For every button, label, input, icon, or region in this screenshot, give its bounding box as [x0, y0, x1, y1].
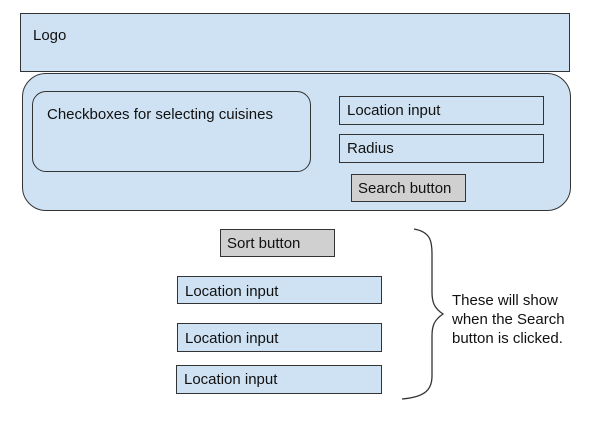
- result-location-input[interactable]: Location input: [176, 365, 382, 394]
- logo-placeholder: Logo: [20, 13, 570, 72]
- annotation-line: button is clicked.: [452, 330, 563, 347]
- radius-input[interactable]: Radius: [339, 134, 544, 163]
- curly-brace: [401, 228, 445, 400]
- radius-input-label: Radius: [347, 140, 394, 157]
- sort-button-label: Sort button: [227, 235, 301, 252]
- result-location-input[interactable]: Location input: [177, 323, 382, 352]
- sort-button[interactable]: Sort button: [220, 229, 335, 257]
- cuisine-checkboxes-placeholder[interactable]: Checkboxes for selecting cuisines: [32, 91, 311, 172]
- annotation-line: when the Search: [452, 311, 565, 328]
- result-location-input[interactable]: Location input: [177, 276, 382, 304]
- search-button-label: Search button: [358, 180, 452, 197]
- location-input[interactable]: Location input: [339, 96, 544, 125]
- results-annotation: These will show when the Search button i…: [452, 291, 602, 348]
- cuisine-checkboxes-label: Checkboxes for selecting cuisines: [47, 106, 273, 123]
- search-button[interactable]: Search button: [351, 174, 466, 202]
- location-input-label: Location input: [347, 102, 441, 119]
- annotation-line: These will show: [452, 292, 558, 309]
- result-location-label: Location input: [185, 283, 279, 300]
- logo-label: Logo: [33, 27, 67, 44]
- result-location-label: Location input: [184, 371, 278, 388]
- result-location-label: Location input: [185, 330, 279, 347]
